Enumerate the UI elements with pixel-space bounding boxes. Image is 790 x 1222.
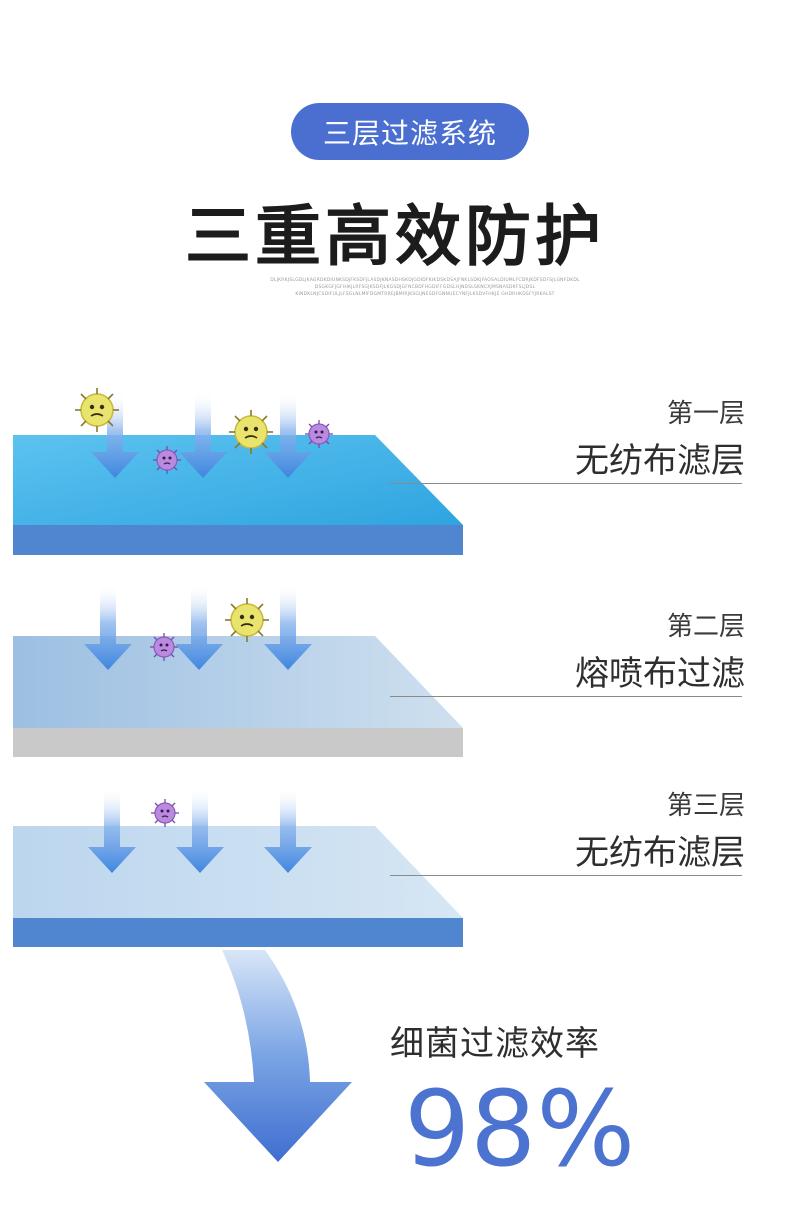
- page-title: 三重高效防护: [185, 198, 605, 275]
- yellow-germ-icon: [224, 597, 270, 643]
- filtration-efficiency-label: 细菌过滤效率: [390, 1024, 600, 1064]
- layer-2-name: 第二层: [666, 612, 745, 642]
- layer-1-slab: [13, 435, 463, 555]
- layer-1-name: 第一层: [666, 399, 745, 429]
- fine-print-line: KINDKLNJCSDIFULJLFSGLNLMIFDGMTRREJBMIRJK…: [295, 292, 555, 297]
- purple-germ-icon: [150, 798, 180, 828]
- layer-3-slab: [13, 826, 463, 947]
- badge-label: 三层过滤系统: [322, 116, 497, 150]
- fine-print-line: DLJKRKJSLGDLJKAGRDKDIUNKSDJFKSDFJLASDJKN…: [270, 278, 580, 283]
- layer-3-divider: [390, 875, 742, 876]
- layer-2-divider: [390, 696, 742, 697]
- layer-1-divider: [390, 483, 742, 484]
- layer-2-material: 熔喷布过滤: [575, 654, 745, 694]
- layer-2-arrows: [84, 584, 312, 670]
- layer-3-name: 第三层: [666, 791, 745, 821]
- purple-germ-icon: [149, 632, 179, 662]
- yellow-germ-icon: [228, 409, 274, 455]
- fine-print-line: DSGKGFJGFIHKJLRFSGJKSDFJLKGSDJGFNCBDFHGD…: [314, 285, 536, 290]
- yellow-germ-icon: [74, 387, 120, 433]
- purple-germ-icon: [152, 445, 182, 475]
- filter-system-badge: 三层过滤系统: [291, 103, 529, 160]
- layer-3-material: 无纺布滤层: [575, 833, 745, 873]
- fine-print: DLJKRKJSLGDLJKAGRDKDIUNKSDJFKSDFJLASDJKN…: [240, 277, 610, 298]
- filtration-efficiency-value: 98%: [404, 1068, 636, 1190]
- layer-1-material: 无纺布滤层: [575, 441, 745, 481]
- layer-2-slab: [13, 636, 463, 757]
- purple-germ-icon: [304, 419, 334, 449]
- big-curved-arrow-icon: [204, 950, 352, 1162]
